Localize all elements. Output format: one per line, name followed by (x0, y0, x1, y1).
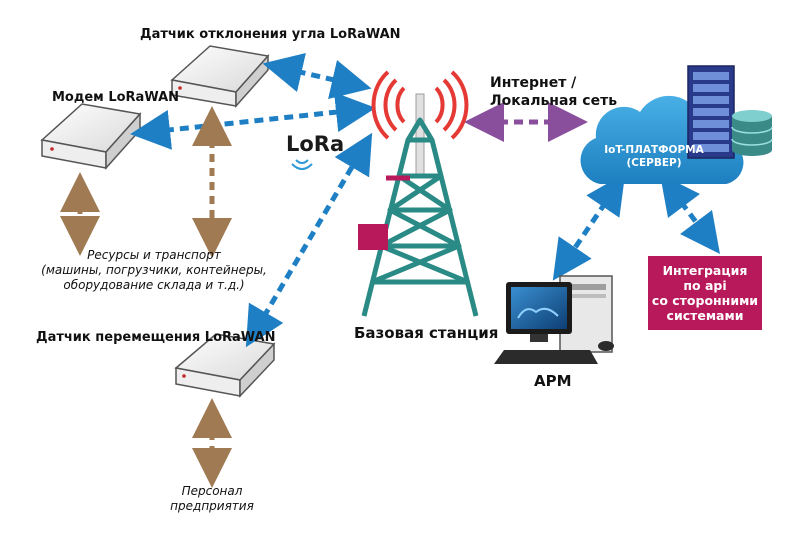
resources-line: (машины, погрузчики, контейнеры, (41, 263, 267, 277)
signal-wave (434, 86, 445, 124)
resources-line: Ресурсы и транспорт (87, 248, 221, 262)
link-cloud-to-workstation (552, 173, 626, 281)
lora-logo: LoRa (286, 132, 344, 156)
iot-platform-line: (СЕРВЕР) (626, 157, 682, 169)
modem-label: Модем LoRaWAN (52, 90, 180, 105)
lora-logo-text: LoRa (286, 132, 345, 156)
network-line: Локальная сеть (490, 93, 618, 109)
tilt-sensor-label: Датчик отклонения угла LoRaWAN (140, 27, 401, 42)
server-icon (687, 65, 735, 159)
lora-wave-icon (291, 159, 313, 170)
signal-wave (450, 70, 469, 140)
signal-wave (371, 70, 390, 140)
base-station-tower (358, 70, 479, 317)
integration-line: системами (666, 308, 744, 323)
database-icon (731, 110, 773, 156)
integration-line: Интеграция (662, 263, 748, 278)
iot-cloud (580, 95, 744, 184)
resources-line: оборудование склада и т.д.) (63, 278, 245, 292)
link-modem-to-station (130, 92, 376, 150)
iot-platform-label: IoT-ПЛАТФОРМА (СЕРВЕР) (604, 144, 704, 170)
modem-device (40, 103, 142, 170)
personnel-line: Персонал (181, 484, 243, 498)
workstation-computer (494, 275, 614, 364)
workstation-label: АРМ (534, 372, 572, 390)
link-cloud-to-integration (660, 174, 720, 254)
personnel-line: предприятия (170, 499, 254, 513)
integration-box: Интеграция по api со сторонними системам… (648, 256, 762, 330)
link-tilt-to-station (262, 52, 372, 100)
network-label: Интернет / Локальная сеть (490, 74, 617, 110)
motion-sensor-label: Датчик перемещения LoRaWAN (36, 330, 276, 345)
integration-line: по api (683, 278, 727, 293)
base-station-label: Базовая станция (354, 324, 499, 342)
link-motion-to-station (245, 132, 373, 348)
signal-wave (383, 78, 398, 132)
network-line: Интернет / (490, 75, 577, 91)
signal-wave (395, 86, 406, 124)
iot-platform-line: IoT-ПЛАТФОРМА (604, 144, 704, 156)
personnel-label: Персонал предприятия (160, 484, 264, 514)
integration-line: со сторонними (651, 293, 759, 308)
tilt-sensor-device (170, 45, 270, 108)
signal-wave (442, 78, 457, 132)
resources-label: Ресурсы и транспорт (машины, погрузчики,… (28, 248, 280, 293)
